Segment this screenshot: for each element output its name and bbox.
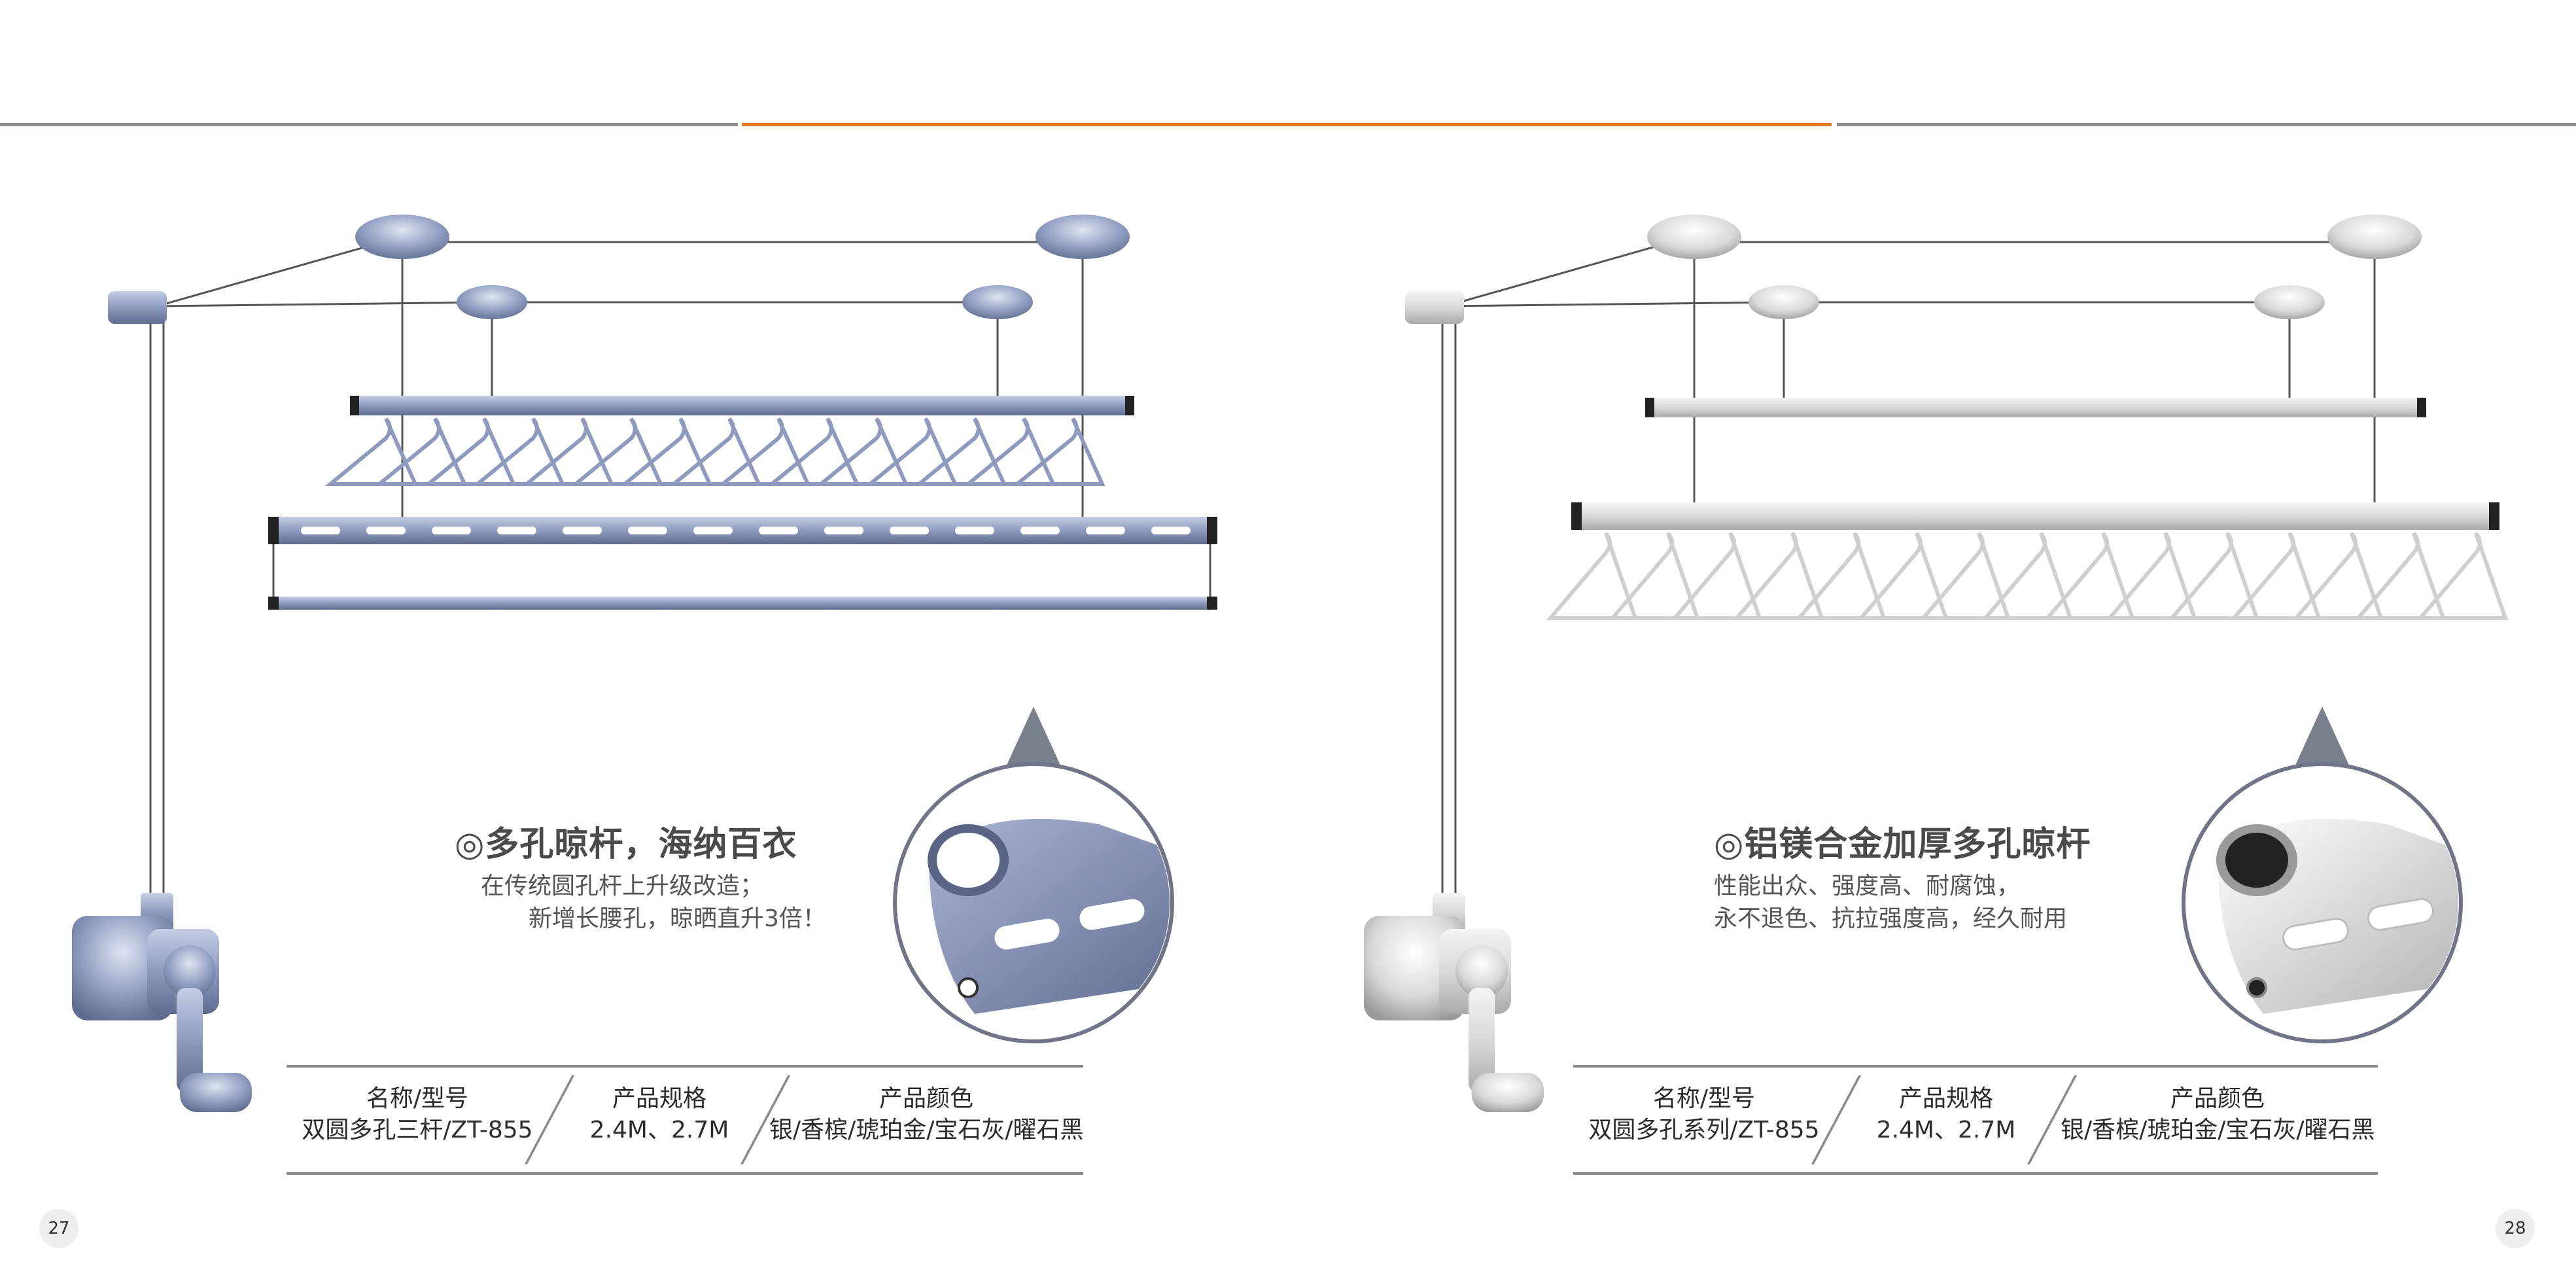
ceiling-pulley [1749,285,1819,319]
spec-size: 产品规格 2.4M、2.7M [1848,1083,2044,1146]
ceiling-pulley [355,215,449,259]
spec-value: 2.4M、2.7M [589,1117,729,1143]
top-rule-right [1837,123,2576,126]
spec-header: 产品规格 [1898,1085,1993,1112]
left-spec-table: 名称/型号 双圆多孔三杆/ZT-855 产品规格 2.4M、2.7M 产品颜色 … [287,1065,1084,1175]
page-number-left: 27 [39,1209,78,1248]
spec-name-model: 名称/型号 双圆多孔三杆/ZT-855 [287,1083,548,1146]
left-feature-title: ◎多孔晾杆，海纳百衣 [455,825,797,864]
spec-colors: 产品颜色 银/香槟/琥珀金/宝石灰/曜石黑 [769,1083,1084,1146]
right-feature-title: ◎铝镁合金加厚多孔晾杆 [1714,825,2091,864]
lower-bar [273,597,1212,610]
spec-header: 产品颜色 [879,1085,973,1112]
upper-bar [353,396,1132,415]
right-feature-line-1: 性能出众、强度高、耐腐蚀， [1714,873,2021,899]
left-drying-rack-illustration [72,215,1217,1112]
upper-bar [1648,398,2424,417]
ceiling-pulley [2327,215,2422,259]
spec-value: 2.4M、2.7M [1876,1117,2016,1143]
hand-crank [1364,893,1544,1112]
hangers [1546,532,2509,620]
hand-crank [72,893,252,1112]
wall-bracket [108,291,167,324]
spec-value: 双圆多孔三杆/ZT-855 [302,1117,533,1143]
spec-value: 银/香槟/琥珀金/宝石灰/曜石黑 [2061,1117,2375,1143]
ceiling-pulley [1647,215,1741,259]
perforated-bar [1576,502,2496,530]
spec-header: 产品规格 [612,1085,706,1112]
right-feature-line-2: 永不退色、抗拉强度高，经久耐用 [1714,905,2068,932]
wall-bracket [1405,291,1464,324]
spec-colors: 产品颜色 银/香槟/琥珀金/宝石灰/曜石黑 [2061,1083,2375,1146]
right-spec-table: 名称/型号 双圆多孔系列/ZT-855 产品规格 2.4M、2.7M 产品颜色 … [1573,1065,2378,1175]
top-rule-accent [742,123,1832,126]
spec-header: 产品颜色 [2170,1085,2265,1112]
ceiling-pulley [1036,215,1130,259]
left-feature-line-2: 新增长腰孔，晾晒直升3倍！ [529,905,826,932]
spec-size: 产品规格 2.4M、2.7M [561,1083,757,1146]
right-tube-closeup [2182,706,2463,1043]
page-number-right: 28 [2496,1209,2535,1248]
hangers [324,417,1105,486]
spec-name-model: 名称/型号 双圆多孔系列/ZT-855 [1573,1083,1835,1146]
ceiling-pulley [962,285,1033,319]
left-tube-closeup [893,706,1174,1043]
left-feature-line-1: 在传统圆孔杆上升级改造； [481,873,764,899]
top-rule-left [0,123,738,126]
spec-header: 名称/型号 [366,1085,469,1112]
right-drying-rack-illustration [1364,215,2509,1112]
ceiling-pulley [2254,285,2325,319]
spec-value: 银/香槟/琥珀金/宝石灰/曜石黑 [769,1117,1084,1143]
ceiling-pulley [457,285,527,319]
perforated-bar [273,517,1212,544]
spec-header: 名称/型号 [1652,1085,1756,1112]
spec-value: 双圆多孔系列/ZT-855 [1588,1117,1820,1143]
